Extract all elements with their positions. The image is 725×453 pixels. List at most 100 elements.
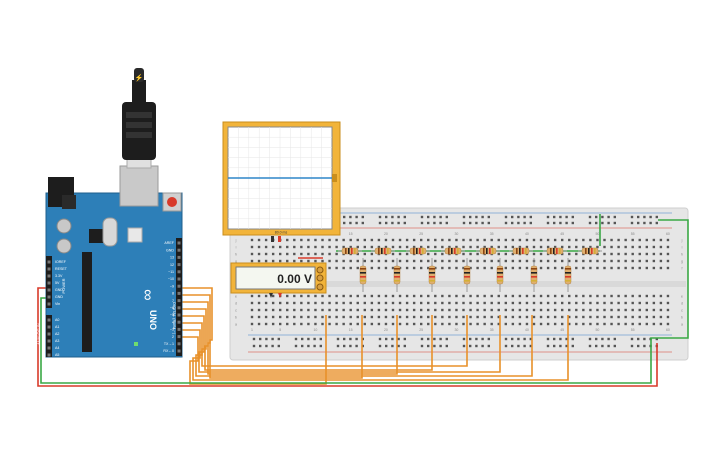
breadboard-hole[interactable] [518,294,522,298]
breadboard-hole[interactable] [539,301,543,305]
breadboard-hole[interactable] [659,308,663,312]
rail-hole[interactable] [391,221,394,225]
breadboard-hole[interactable] [412,245,416,249]
rail-hole[interactable] [637,215,640,219]
rail-hole[interactable] [427,221,430,225]
breadboard-hole[interactable] [469,259,472,263]
breadboard-hole[interactable] [398,308,402,312]
breadboard-hole[interactable] [448,315,451,319]
breadboard-hole[interactable] [335,252,338,256]
breadboard-hole[interactable] [511,245,515,249]
breadboard-hole[interactable] [250,315,254,319]
breadboard-hole[interactable] [511,322,515,326]
breadboard-hole[interactable] [596,238,599,242]
breadboard-hole[interactable] [462,266,465,270]
breadboard-hole[interactable] [631,294,634,298]
breadboard-hole[interactable] [257,252,261,256]
breadboard-hole[interactable] [497,301,500,305]
rail-hole[interactable] [420,337,424,341]
rail-hole[interactable] [349,344,352,348]
breadboard-hole[interactable] [342,266,345,270]
breadboard-hole[interactable] [377,238,381,242]
breadboard-hole[interactable] [328,308,331,312]
rail-hole[interactable] [613,221,616,225]
breadboard-hole[interactable] [631,308,634,312]
breadboard-hole[interactable] [490,294,493,298]
breadboard-hole[interactable] [469,322,472,326]
rail-hole[interactable] [336,337,340,341]
breadboard-hole[interactable] [504,315,507,319]
breadboard-hole[interactable] [589,259,592,263]
breadboard-hole[interactable] [391,301,395,305]
breadboard-hole[interactable] [546,259,550,263]
breadboard-hole[interactable] [335,259,338,263]
breadboard-hole[interactable] [553,301,557,305]
rail-hole[interactable] [630,221,634,225]
rail-hole[interactable] [637,221,640,225]
breadboard-hole[interactable] [335,322,338,326]
resistor-horizontal[interactable] [371,247,395,255]
breadboard-hole[interactable] [335,245,338,249]
power-pin[interactable] [47,260,51,264]
breadboard-hole[interactable] [631,245,634,249]
breadboard-hole[interactable] [257,315,261,319]
rail-hole[interactable] [630,344,634,348]
breadboard-hole[interactable] [405,294,409,298]
rail-hole[interactable] [313,337,316,341]
rail-hole[interactable] [294,337,298,341]
breadboard-hole[interactable] [363,315,366,319]
rail-hole[interactable] [559,344,562,348]
breadboard-hole[interactable] [596,315,599,319]
rail-hole[interactable] [349,221,352,225]
rail-hole[interactable] [487,337,490,341]
breadboard-hole[interactable] [286,308,289,312]
analog-pin[interactable] [47,318,51,322]
breadboard-hole[interactable] [561,308,564,312]
breadboard-hole[interactable] [391,245,395,249]
digital-pin[interactable] [177,306,181,310]
breadboard-hole[interactable] [349,315,352,319]
rail-hole[interactable] [553,221,556,225]
breadboard-hole[interactable] [427,294,430,298]
breadboard-hole[interactable] [638,308,641,312]
breadboard-hole[interactable] [539,238,543,242]
rail-hole[interactable] [553,215,556,219]
rail-hole[interactable] [588,344,592,348]
breadboard-hole[interactable] [518,259,522,263]
breadboard-hole[interactable] [666,322,670,326]
breadboard-hole[interactable] [434,238,437,242]
breadboard-hole[interactable] [420,322,423,326]
breadboard-hole[interactable] [511,294,515,298]
breadboard-hole[interactable] [525,266,529,270]
rail-hole[interactable] [475,215,478,219]
breadboard-hole[interactable] [539,266,543,270]
breadboard-hole[interactable] [293,301,296,305]
breadboard-hole[interactable] [264,315,268,319]
digital-pin[interactable] [177,255,181,259]
breadboard-hole[interactable] [539,308,543,312]
breadboard-hole[interactable] [483,315,486,319]
rail-hole[interactable] [517,221,520,225]
breadboard-hole[interactable] [293,294,296,298]
resistor-vertical[interactable] [463,258,471,292]
rail-hole[interactable] [553,344,556,348]
breadboard-hole[interactable] [434,294,437,298]
breadboard-hole[interactable] [448,308,451,312]
breadboard-hole[interactable] [638,301,641,305]
breadboard-hole[interactable] [250,322,254,326]
breadboard-hole[interactable] [610,315,613,319]
breadboard-hole[interactable] [271,301,275,305]
breadboard-hole[interactable] [532,322,536,326]
breadboard-hole[interactable] [659,322,663,326]
breadboard-hole[interactable] [610,238,613,242]
breadboard-hole[interactable] [568,252,571,256]
breadboard-hole[interactable] [539,315,543,319]
breadboard-hole[interactable] [286,238,289,242]
breadboard-hole[interactable] [455,238,458,242]
breadboard-hole[interactable] [321,245,324,249]
rail-hole[interactable] [546,221,550,225]
rail-hole[interactable] [588,337,592,341]
breadboard-hole[interactable] [589,315,592,319]
breadboard-hole[interactable] [589,301,592,305]
breadboard-hole[interactable] [603,266,606,270]
